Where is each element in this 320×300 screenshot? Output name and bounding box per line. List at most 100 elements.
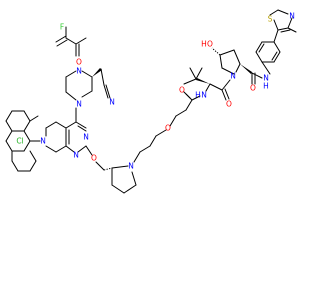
bond: [251, 72, 263, 79]
bond: [287, 27, 297, 33]
bond: [75, 37, 87, 45]
bond: [81, 90, 93, 98]
bond: [219, 49, 235, 56]
bond: [233, 49, 241, 65]
bond: [139, 145, 151, 153]
bond: [103, 84, 109, 99]
bond: [221, 67, 235, 75]
bond: [169, 115, 177, 127]
molecule-svg: F O N N N Cl N N N O N O O N H O N O H O…: [5, 9, 297, 194]
bond: [255, 41, 263, 53]
bond: [23, 120, 31, 132]
bond-wedge: [196, 78, 210, 84]
bond: [81, 70, 93, 78]
atom-sulfur-thiazole: S: [268, 15, 273, 24]
bond: [271, 51, 278, 61]
bond: [123, 184, 137, 194]
bond-wedge: [92, 68, 102, 77]
atom-nitrogen-piperazine-bottom: N: [76, 100, 82, 109]
bond: [255, 51, 263, 63]
atom-nitrogen-pyrimidine-2: N: [73, 151, 79, 160]
atom-nitrogen-nitrile: N: [109, 98, 115, 107]
bond: [56, 39, 68, 47]
bond-hash: [211, 47, 221, 56]
bond: [23, 140, 31, 152]
bond-skeleton: [5, 9, 297, 194]
bond: [277, 9, 289, 15]
bond: [11, 160, 19, 172]
bond: [23, 130, 31, 142]
bond: [273, 29, 279, 43]
bond: [205, 83, 211, 92]
bond: [273, 19, 279, 31]
bond: [287, 17, 293, 29]
bond: [195, 67, 203, 80]
bond: [149, 135, 157, 147]
bond: [221, 79, 231, 91]
atom-nitrogen-pyrrolidine: N: [128, 162, 134, 171]
atom-oxygen-ether: O: [91, 154, 97, 163]
atom-hydrogen-amide2: H: [263, 82, 269, 91]
bond: [95, 161, 105, 171]
atom-fluorine: F: [60, 23, 64, 32]
bond: [23, 110, 31, 122]
bond: [183, 78, 197, 85]
bond: [221, 89, 227, 101]
bond: [65, 121, 77, 129]
bond: [273, 41, 281, 53]
bond: [175, 109, 187, 117]
bond: [5, 130, 13, 142]
bond: [277, 27, 289, 31]
atom-oxygen-acryl: O: [76, 58, 82, 67]
bond: [235, 63, 241, 73]
atom-nitrogen-pyrimidine-1: N: [83, 133, 89, 142]
bond: [55, 35, 67, 43]
bond: [280, 29, 291, 33]
bond: [45, 145, 57, 153]
bond: [65, 70, 77, 78]
atom-nitrogen-thiazole: N: [289, 12, 295, 21]
bond: [258, 43, 265, 53]
bond: [77, 145, 87, 153]
atom-nitrogen-amide-chain: N: [201, 91, 207, 100]
bond: [219, 54, 223, 69]
bond-hash: [103, 167, 113, 171]
bond: [100, 68, 105, 86]
bond: [75, 121, 87, 129]
atom-oxygen-chain: O: [165, 124, 171, 133]
bond: [65, 145, 75, 153]
bond: [85, 145, 93, 156]
bond: [29, 150, 37, 162]
atom-oxygen-hydroxyl: O: [207, 40, 213, 49]
atom-nitrogen-tetrahydropyridine: N: [40, 137, 46, 146]
bond: [105, 84, 111, 99]
bond: [77, 125, 87, 132]
atom-labels: F O N N N Cl N N N O N O O N H O N O H O…: [16, 12, 294, 171]
bond: [183, 91, 191, 99]
bond: [5, 140, 13, 152]
atom-hydrogen-hydroxyl: H: [201, 40, 207, 49]
bond: [5, 120, 13, 132]
bond: [29, 160, 37, 172]
bond: [29, 115, 39, 122]
atom-oxygen-tleu-carbonyl: O: [226, 100, 232, 109]
bond: [65, 37, 77, 45]
bond: [5, 110, 13, 122]
atom-chlorine: Cl: [16, 137, 23, 146]
atom-nitrogen-proline: N: [230, 72, 236, 81]
bond: [261, 61, 271, 75]
bond: [55, 121, 67, 129]
molecule-structure-diagram: F O N N N Cl N N N O N O O N H O N O H O…: [5, 9, 297, 194]
bond: [111, 184, 125, 194]
bond: [209, 83, 223, 91]
bond: [55, 145, 67, 153]
bond: [65, 91, 77, 101]
bond: [45, 121, 57, 129]
bond: [111, 165, 129, 169]
bond: [269, 9, 279, 16]
bond: [189, 67, 197, 80]
bond: [224, 88, 230, 100]
bond: [133, 151, 141, 163]
atom-hydrogen-amide-chain: H: [195, 91, 201, 100]
bond: [185, 99, 193, 111]
